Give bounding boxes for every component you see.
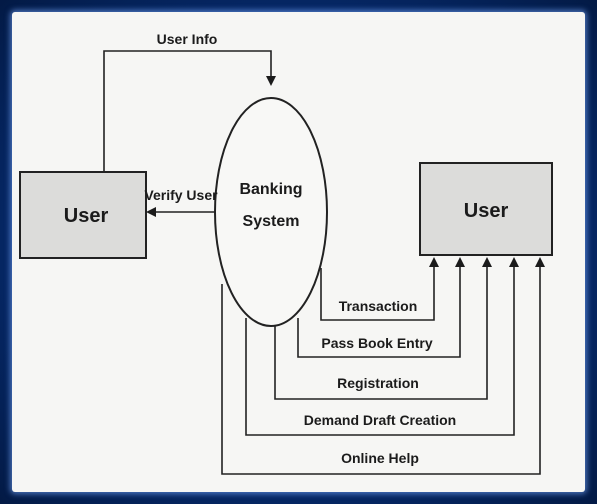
flow-registration-label: Registration	[337, 375, 419, 391]
flow-user-info-label: User Info	[157, 31, 218, 47]
right-user-label: User	[464, 200, 509, 222]
flow-transaction-arrow	[320, 257, 439, 321]
flow-pass-book-entry-arrow	[297, 257, 465, 358]
flow-transaction-label: Transaction	[339, 298, 418, 314]
left-user-entity	[19, 171, 147, 259]
banking-system-process	[214, 97, 328, 327]
flow-demand-draft-creation-label: Demand Draft Creation	[304, 412, 456, 428]
flow-user-info-arrow	[103, 50, 276, 172]
process-label-line2: System	[243, 213, 300, 230]
left-user-label: User	[64, 205, 109, 227]
flow-pass-book-entry-label: Pass Book Entry	[321, 335, 432, 351]
right-user-entity	[419, 162, 553, 256]
process-label-line1: Banking	[239, 181, 302, 198]
flow-verify-user-label: Verify User	[144, 187, 218, 203]
flow-online-help-arrow	[221, 257, 545, 475]
flow-online-help-label: Online Help	[341, 450, 419, 466]
flow-demand-draft-creation-arrow	[245, 257, 519, 436]
flow-registration-arrow	[274, 257, 492, 400]
